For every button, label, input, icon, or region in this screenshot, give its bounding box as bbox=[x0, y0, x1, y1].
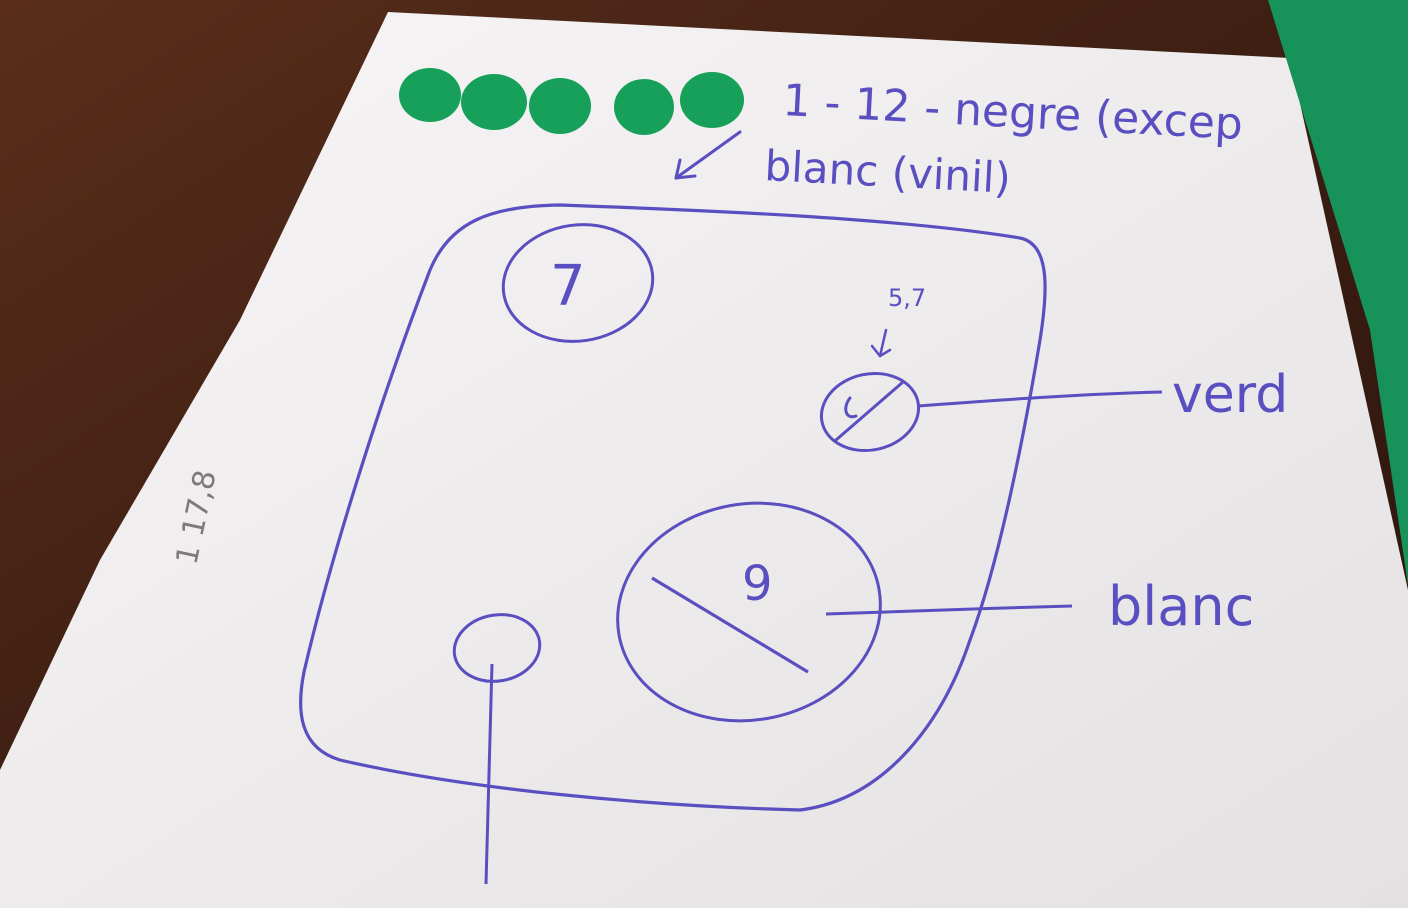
small-crossed-circle bbox=[819, 371, 921, 453]
circle-7-label: 7 bbox=[550, 254, 586, 319]
blanc-leader-line bbox=[825, 604, 1073, 616]
circle-7 bbox=[501, 223, 655, 343]
green-dot-stickers bbox=[399, 68, 744, 135]
circle-9-diameter bbox=[651, 576, 809, 674]
small-note: 5,7 bbox=[888, 284, 926, 312]
label-blanc: blanc bbox=[1108, 575, 1254, 638]
verd-leader-line bbox=[917, 390, 1163, 408]
label-verd: verd bbox=[1172, 365, 1288, 425]
paper-sheet bbox=[0, 12, 1408, 908]
small-note-arrow bbox=[870, 328, 892, 358]
circle-9 bbox=[616, 501, 882, 723]
hook-stem bbox=[484, 663, 494, 885]
sketch-frame bbox=[299, 203, 1047, 812]
green-folder bbox=[1268, 0, 1408, 585]
small-hook-circle bbox=[452, 613, 542, 683]
circle-9-label: 9 bbox=[742, 556, 773, 612]
header-arrow bbox=[674, 130, 742, 180]
